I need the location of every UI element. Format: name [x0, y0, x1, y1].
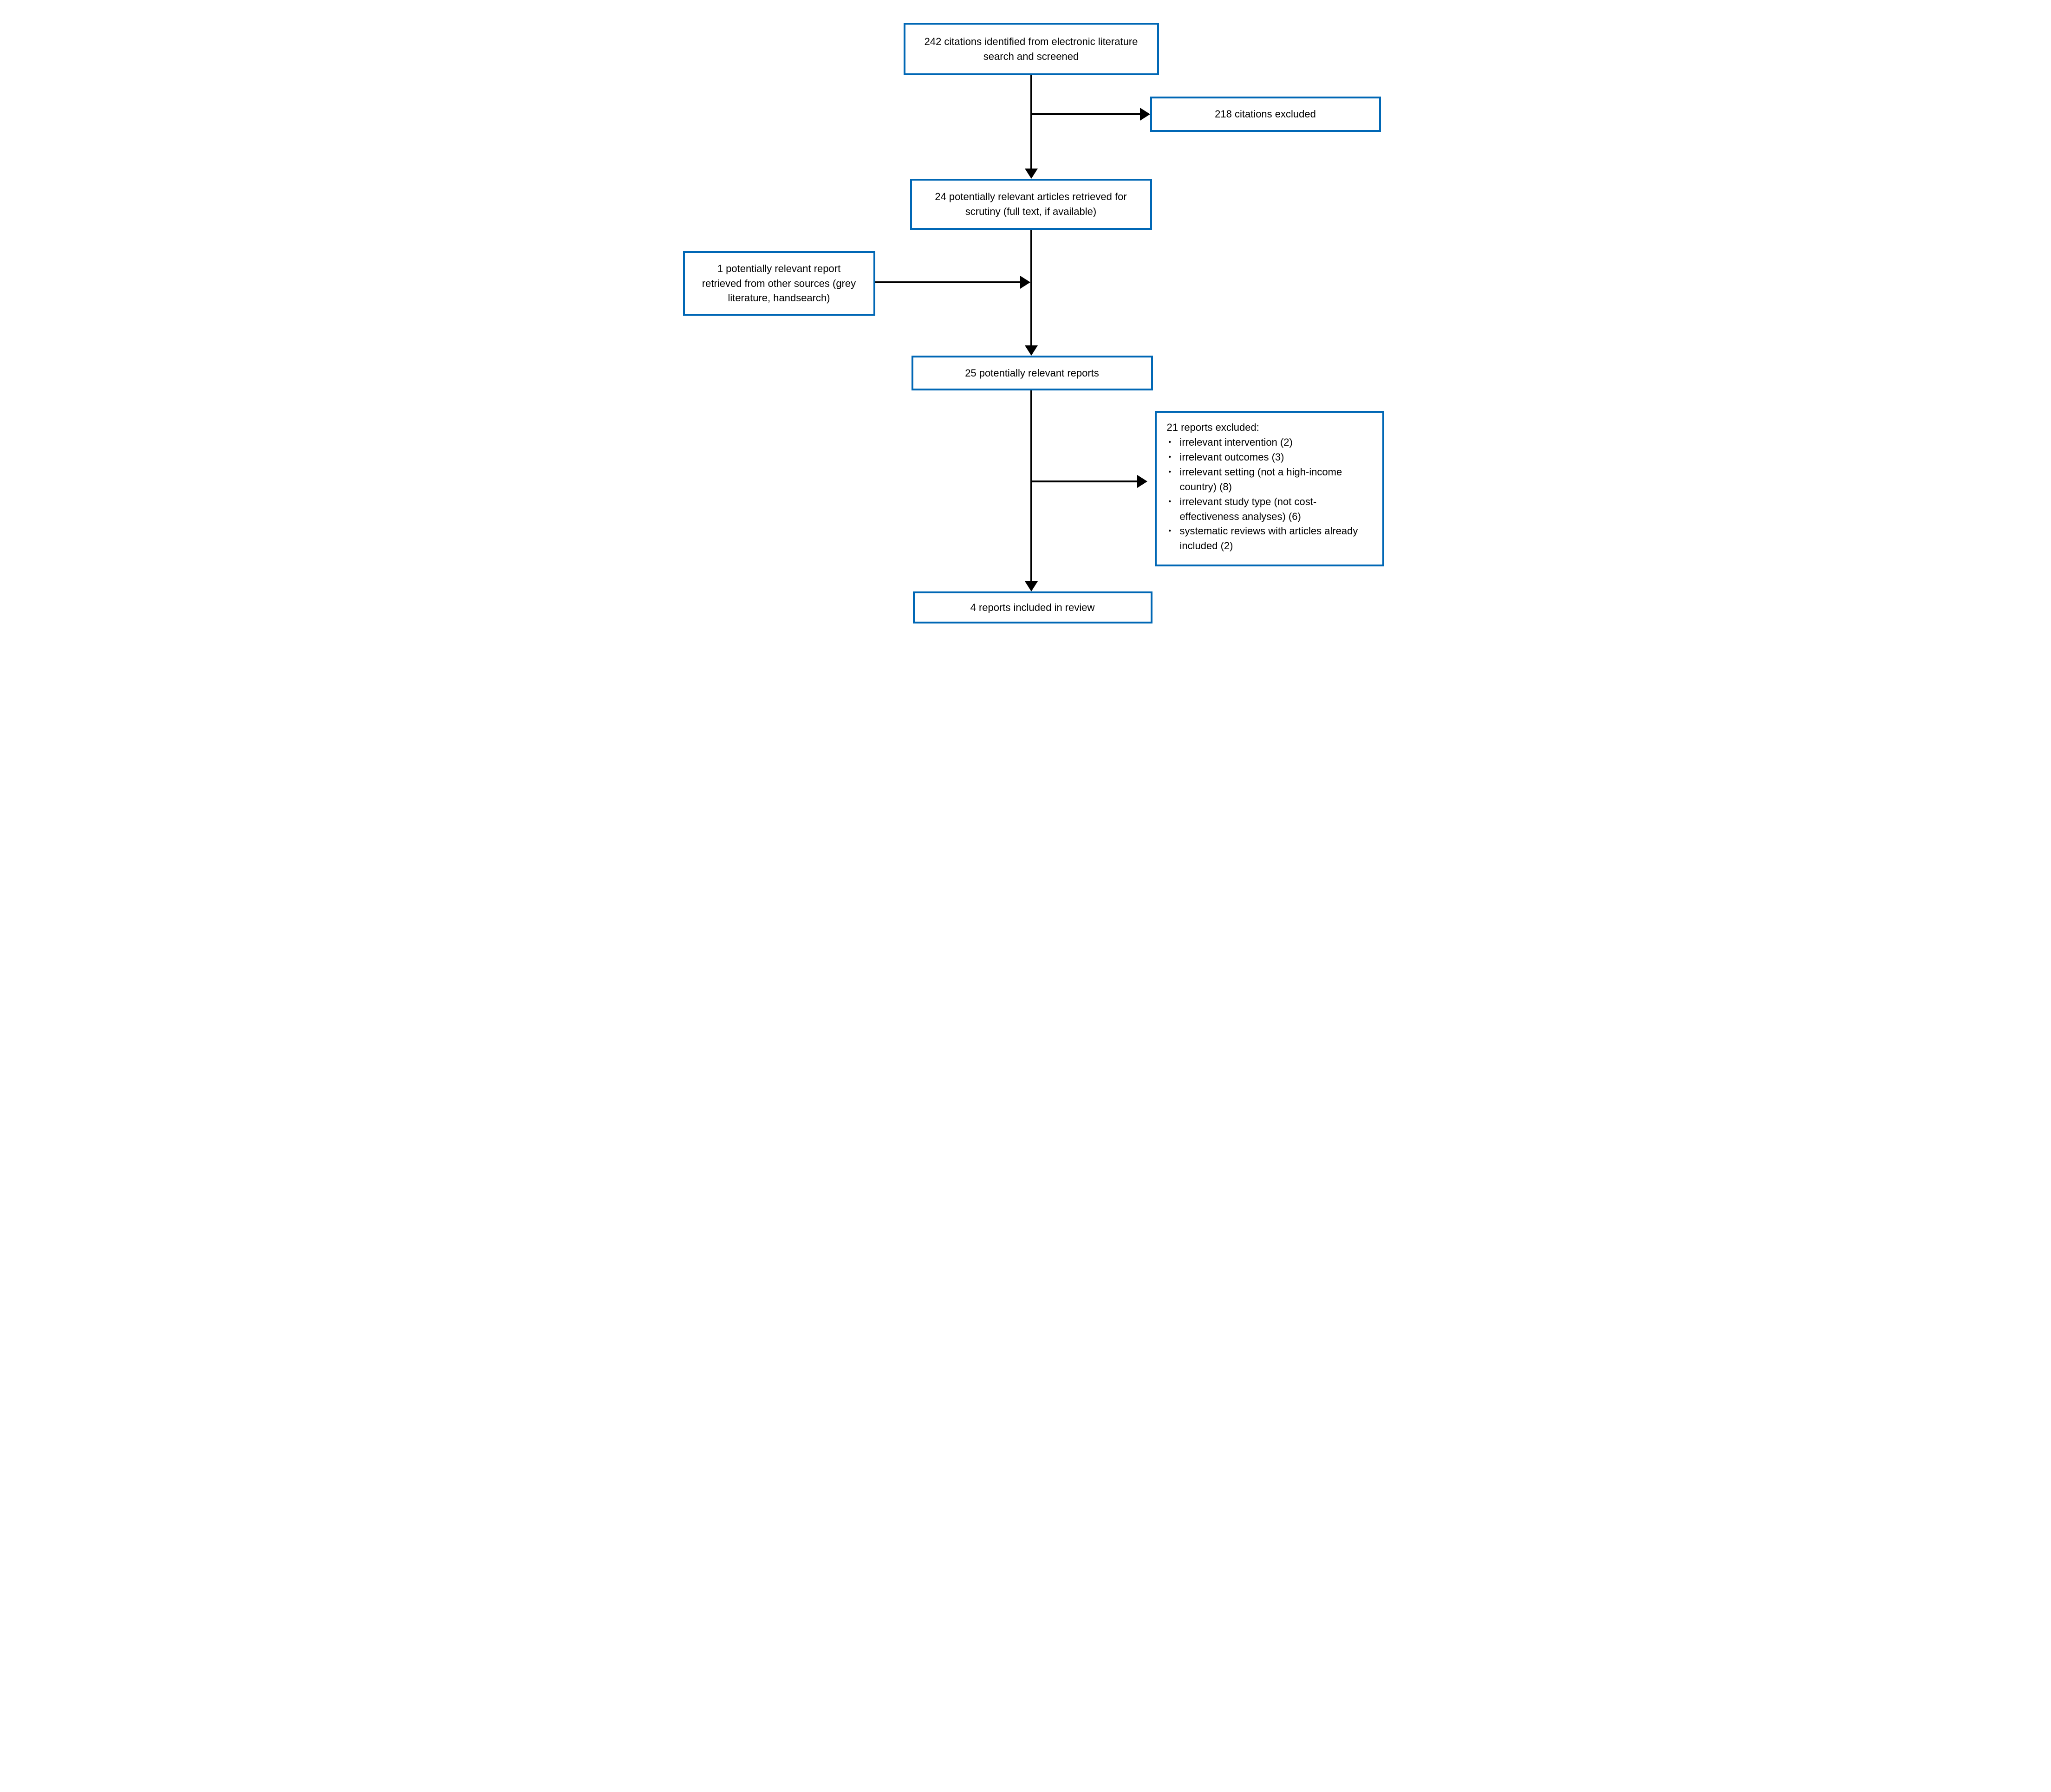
- flow-box-citations-identified: 242 citations identified from electronic…: [903, 23, 1159, 75]
- connector-other-sources-line: [875, 281, 1021, 283]
- other-sources-label: 1 potentially relevant report retrieved …: [702, 262, 856, 304]
- flow-box-reports-included: 4 reports included in review: [912, 591, 1152, 623]
- bullet-marker: •: [1168, 438, 1172, 446]
- reports-included-label: 4 reports included in review: [970, 601, 1095, 613]
- exclusion-reason-label: irrelevant outcomes (3): [1179, 451, 1284, 463]
- flow-box-reports-excluded: 21 reports excluded: • irrelevant interv…: [1154, 411, 1384, 566]
- connector-branch-to-reports-excluded-line: [1031, 480, 1138, 482]
- connector-identified-to-retrieved-line: [1030, 75, 1032, 170]
- bullet-marker: •: [1168, 527, 1172, 535]
- exclusion-reasons-list: • irrelevant intervention (2) • irreleva…: [1166, 435, 1376, 553]
- bullet-marker: •: [1168, 497, 1172, 506]
- connector-branch-to-citations-excluded-line: [1031, 113, 1141, 115]
- exclusion-reason-label: irrelevant intervention (2): [1179, 436, 1293, 448]
- citations-excluded-label: 218 citations excluded: [1215, 108, 1316, 120]
- reports-excluded-heading: 21 reports excluded:: [1166, 422, 1259, 433]
- exclusion-reason-item: • irrelevant setting (not a high-income …: [1166, 465, 1376, 494]
- connector-retrieved-to-relevant-line: [1030, 230, 1032, 347]
- connector-relevant-to-included-line: [1030, 390, 1032, 583]
- arrowhead-branch-to-citations-excluded: [1139, 108, 1150, 121]
- bullet-marker: •: [1168, 467, 1172, 476]
- arrowhead-other-sources: [1020, 276, 1030, 289]
- arrowhead-retrieved-to-relevant: [1024, 345, 1038, 356]
- exclusion-reason-label: irrelevant setting (not a high-income co…: [1179, 466, 1342, 493]
- exclusion-reason-item: • systematic reviews with articles alrea…: [1166, 524, 1376, 553]
- citations-identified-label: 242 citations identified from electronic…: [924, 35, 1138, 62]
- relevant-reports-label: 25 potentially relevant reports: [965, 367, 1099, 379]
- exclusion-reason-item: • irrelevant study type (not cost-effect…: [1166, 494, 1376, 524]
- bullet-marker: •: [1168, 453, 1172, 461]
- arrowhead-identified-to-retrieved: [1024, 169, 1038, 179]
- exclusion-reason-item: • irrelevant outcomes (3): [1166, 450, 1376, 465]
- exclusion-reason-label: irrelevant study type (not cost-effectiv…: [1179, 495, 1317, 522]
- exclusion-reason-label: systematic reviews with articles already…: [1179, 525, 1358, 552]
- flow-box-other-sources: 1 potentially relevant report retrieved …: [683, 251, 875, 316]
- flow-box-relevant-reports: 25 potentially relevant reports: [911, 356, 1153, 390]
- prisma-flow-diagram: 242 citations identified from electronic…: [666, 0, 1385, 627]
- arrowhead-branch-to-reports-excluded: [1137, 475, 1147, 488]
- articles-retrieved-label: 24 potentially relevant articles retriev…: [935, 191, 1127, 217]
- arrowhead-relevant-to-included: [1024, 581, 1038, 591]
- flow-box-articles-retrieved: 24 potentially relevant articles retriev…: [910, 179, 1152, 230]
- exclusion-reason-item: • irrelevant intervention (2): [1166, 435, 1376, 450]
- flow-box-citations-excluded: 218 citations excluded: [1150, 97, 1381, 132]
